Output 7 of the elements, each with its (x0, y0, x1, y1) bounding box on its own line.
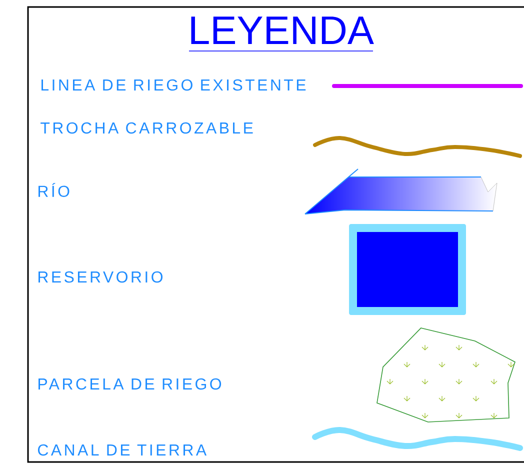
legend-label: LINEA DE RIEGO EXISTENTE (42, 79, 306, 91)
legend-label: TROCHA CARROZABLE (40, 122, 253, 134)
legend-label: RÍO (38, 183, 70, 197)
legend-label: RESERVORIO (38, 271, 163, 283)
legend-title: LEYENDA (191, 16, 374, 44)
legend-label: PARCELA DE RIEGO (38, 378, 222, 390)
legend-label: CANAL DE TIERRA (38, 444, 207, 456)
